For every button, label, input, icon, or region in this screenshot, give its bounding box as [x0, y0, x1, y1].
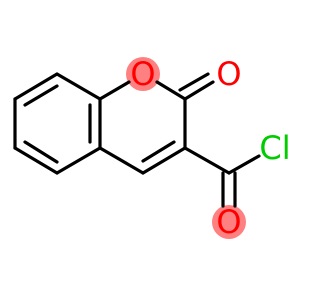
- chlorine-label: Cl: [259, 129, 290, 167]
- carbonyl-oxygen-label: O: [216, 55, 241, 93]
- bond-c2-o-a: [183, 80, 215, 101]
- bond-benz-1: [13, 72, 59, 101]
- structure-diagram: O O O Cl: [13, 55, 291, 241]
- acyl-oxygen-highlight: [212, 205, 246, 239]
- bond-benz-5: [13, 146, 59, 175]
- bond-c8a-o1: [98, 80, 131, 101]
- ring-oxygen-highlight: [126, 57, 160, 91]
- bond-benz-double-1: [23, 84, 59, 107]
- bond-cacyl-cl: [227, 154, 261, 175]
- bond-c3-cacyl: [183, 146, 231, 175]
- bond-benz-4: [55, 146, 102, 175]
- bond-c3-c4: [141, 146, 187, 175]
- acyl-oxygen-label: O: [216, 203, 241, 241]
- ring-oxygen-label: O: [130, 55, 155, 93]
- bond-c2-o-b: [178, 72, 210, 92]
- molecule-canvas: O O O Cl: [13, 55, 291, 241]
- bond-c4-c4a: [98, 146, 145, 175]
- bond-o1-c2: [155, 80, 187, 101]
- bond-c3-c4-double: [141, 140, 176, 163]
- bond-benz-double-3: [23, 140, 59, 164]
- bond-benz-2: [55, 72, 102, 101]
